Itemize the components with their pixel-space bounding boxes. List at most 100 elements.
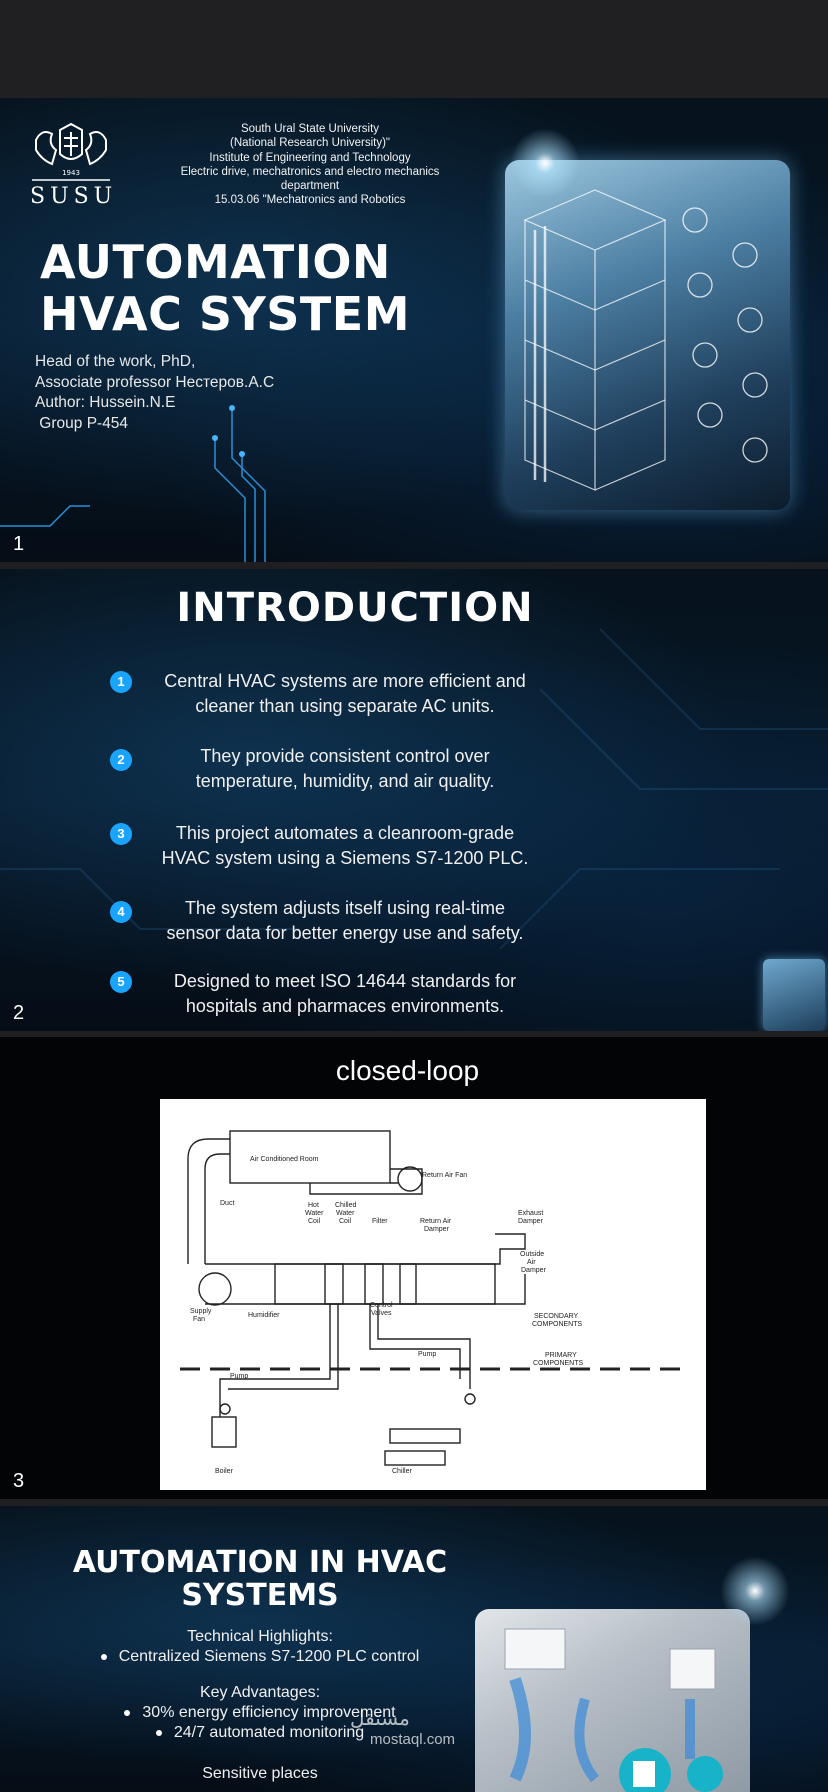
uni-line: Electric drive, mechatronics and electro… xyxy=(180,165,440,178)
diagram-label: Hot xyxy=(308,1202,319,1209)
diagram-label: Return Air Fan xyxy=(422,1172,467,1179)
intro-item: Designed to meet ISO 14644 standards for… xyxy=(110,969,580,1019)
uni-line: South Ural State University xyxy=(240,123,380,135)
diagram-label: Filter xyxy=(372,1218,388,1225)
slide-2[interactable]: INTRODUCTION 1 Central HVAC systems are … xyxy=(0,569,828,1031)
author-line: Associate professor Нестеров.А.С xyxy=(35,373,275,391)
item-line: They provide consistent control over xyxy=(200,746,490,766)
diagram-label: Air xyxy=(527,1259,536,1266)
diagram-label: Fan xyxy=(193,1316,205,1323)
smart-building-thumbnail xyxy=(763,959,825,1031)
uni-line: (National Research University)" xyxy=(229,137,391,150)
diagram-label: Water xyxy=(336,1210,355,1217)
diagram-label: Control xyxy=(370,1302,393,1309)
diagram-label: Valves xyxy=(371,1310,392,1317)
intro-item: The system adjusts itself using real-tim… xyxy=(110,896,580,946)
intro-item: They provide consistent control over tem… xyxy=(110,744,580,794)
advantage-text: 24/7 automated monitoring xyxy=(173,1724,365,1741)
title-line: AUTOMATION xyxy=(40,235,391,289)
university-info: South Ural State University (National Re… xyxy=(150,122,470,208)
bullet-dot xyxy=(100,1653,107,1660)
viewer-top-bar xyxy=(0,0,828,98)
slide-3[interactable]: closed-loop xyxy=(0,1037,828,1499)
bullet-dot xyxy=(155,1729,162,1736)
hvac-ceiling-graphic xyxy=(504,1628,723,1792)
slide-4[interactable]: AUTOMATION IN HVAC SYSTEMS Technical Hig… xyxy=(0,1506,828,1792)
sensitive-heading: Sensitive places xyxy=(202,1765,318,1782)
advantage-text: 30% energy efficiency improvement xyxy=(142,1704,396,1721)
diagram-label: Exhaust xyxy=(518,1210,543,1217)
highlight-item: Centralized Siemens S7-1200 PLC control xyxy=(40,1647,480,1667)
diagram-label: Air Conditioned Room xyxy=(250,1156,319,1163)
item-line: temperature, humidity, and air quality. xyxy=(195,771,495,791)
diagram-label: Damper xyxy=(518,1218,544,1225)
bullet-number: 5 xyxy=(110,971,132,993)
diagram-label: Outside xyxy=(520,1251,544,1258)
watermark-arabic: مستقل xyxy=(350,1708,410,1730)
diagram-label: COMPONENTS xyxy=(532,1321,583,1328)
item-line: This project automates a cleanroom-grade xyxy=(175,823,515,843)
diagram-label: PRIMARY xyxy=(545,1352,577,1359)
title-line: SYSTEMS xyxy=(181,1578,339,1613)
uni-line: 15.03.06 "Mechatronics and Robotics xyxy=(214,194,406,207)
item-line: cleaner than using separate AC units. xyxy=(195,696,495,716)
advantage-item: 24/7 automated monitoring xyxy=(40,1723,480,1743)
diagram-label: Humidifier xyxy=(248,1312,280,1319)
diagram-label: Boiler xyxy=(215,1468,234,1475)
diagram-label: Coil xyxy=(339,1218,352,1225)
slide-title: INTRODUCTION xyxy=(176,585,534,631)
diagram-label: Pump xyxy=(418,1351,436,1358)
hvac-closed-loop-diagram: Air Conditioned Room Return Air Fan Duct… xyxy=(160,1099,706,1490)
item-line: The system adjusts itself using real-tim… xyxy=(184,898,506,918)
author-line: Head of the work, PhD, xyxy=(35,353,196,370)
diagram-label: Pump xyxy=(230,1373,248,1380)
smart-building-graphic xyxy=(523,189,768,491)
bullet-number: 4 xyxy=(110,901,132,923)
diagram-label: Chilled xyxy=(335,1202,357,1209)
intro-item: Central HVAC systems are more efficient … xyxy=(110,669,580,719)
author-info: Head of the work, PhD, Associate profess… xyxy=(35,352,274,434)
diagram-label: Coil xyxy=(308,1218,321,1225)
logo-year: 1943 xyxy=(62,169,80,177)
item-line: sensor data for better energy use and sa… xyxy=(166,923,524,943)
logo-caption: SUSU xyxy=(30,184,118,209)
item-line: HVAC system using a Siemens S7-1200 PLC. xyxy=(161,848,529,868)
item-line: hospitals and pharmaces environments. xyxy=(185,996,505,1016)
uni-line: department xyxy=(280,180,340,193)
slide-title: closed-loop xyxy=(335,1055,480,1086)
diagram-label: Water xyxy=(305,1210,324,1217)
diagram-label: SECONDARY xyxy=(534,1313,579,1320)
slide-number: 3 xyxy=(13,1470,25,1492)
diagram-label: Chiller xyxy=(392,1468,413,1475)
title-line: AUTOMATION IN HVAC xyxy=(72,1545,448,1580)
author-line: Author: Hussein.N.E xyxy=(35,394,176,411)
bullet-number: 3 xyxy=(110,823,132,845)
susu-logo-icon: 1943 xyxy=(32,122,110,181)
bullet-number: 2 xyxy=(110,749,132,771)
intro-item: This project automates a cleanroom-grade… xyxy=(110,821,580,871)
slide-number: 1 xyxy=(13,533,25,555)
diagram-label: Return Air xyxy=(420,1218,452,1225)
item-line: Central HVAC systems are more efficient … xyxy=(164,671,526,691)
highlight-text: Centralized Siemens S7-1200 PLC control xyxy=(118,1648,420,1665)
diagram-label: Duct xyxy=(220,1200,234,1207)
advantages-heading: Key Advantages: xyxy=(199,1684,321,1701)
author-line: Group P-454 xyxy=(35,414,129,432)
advantage-item: 30% energy efficiency improvement xyxy=(40,1703,480,1723)
diagram-label: COMPONENTS xyxy=(533,1360,584,1367)
title-line: HVAC SYSTEM xyxy=(40,287,410,341)
diagram-label: Damper xyxy=(424,1226,450,1233)
slide-title: AUTOMATION HVAC SYSTEM xyxy=(40,236,410,340)
light-flare xyxy=(510,128,580,198)
hvac-ceiling-image xyxy=(475,1609,750,1792)
smart-building-image xyxy=(505,160,790,510)
slide-title: AUTOMATION IN HVAC SYSTEMS xyxy=(40,1546,480,1612)
bullet-number: 1 xyxy=(110,671,132,693)
slide-number: 2 xyxy=(13,1002,25,1024)
diagram-label: Damper xyxy=(521,1267,547,1274)
diagram-label: Supply xyxy=(190,1308,212,1315)
slide-1[interactable]: 1943 SUSU South Ural State University (N… xyxy=(0,98,828,562)
circuit-background xyxy=(0,628,828,950)
bullet-dot xyxy=(124,1709,131,1716)
light-flare xyxy=(720,1556,790,1626)
